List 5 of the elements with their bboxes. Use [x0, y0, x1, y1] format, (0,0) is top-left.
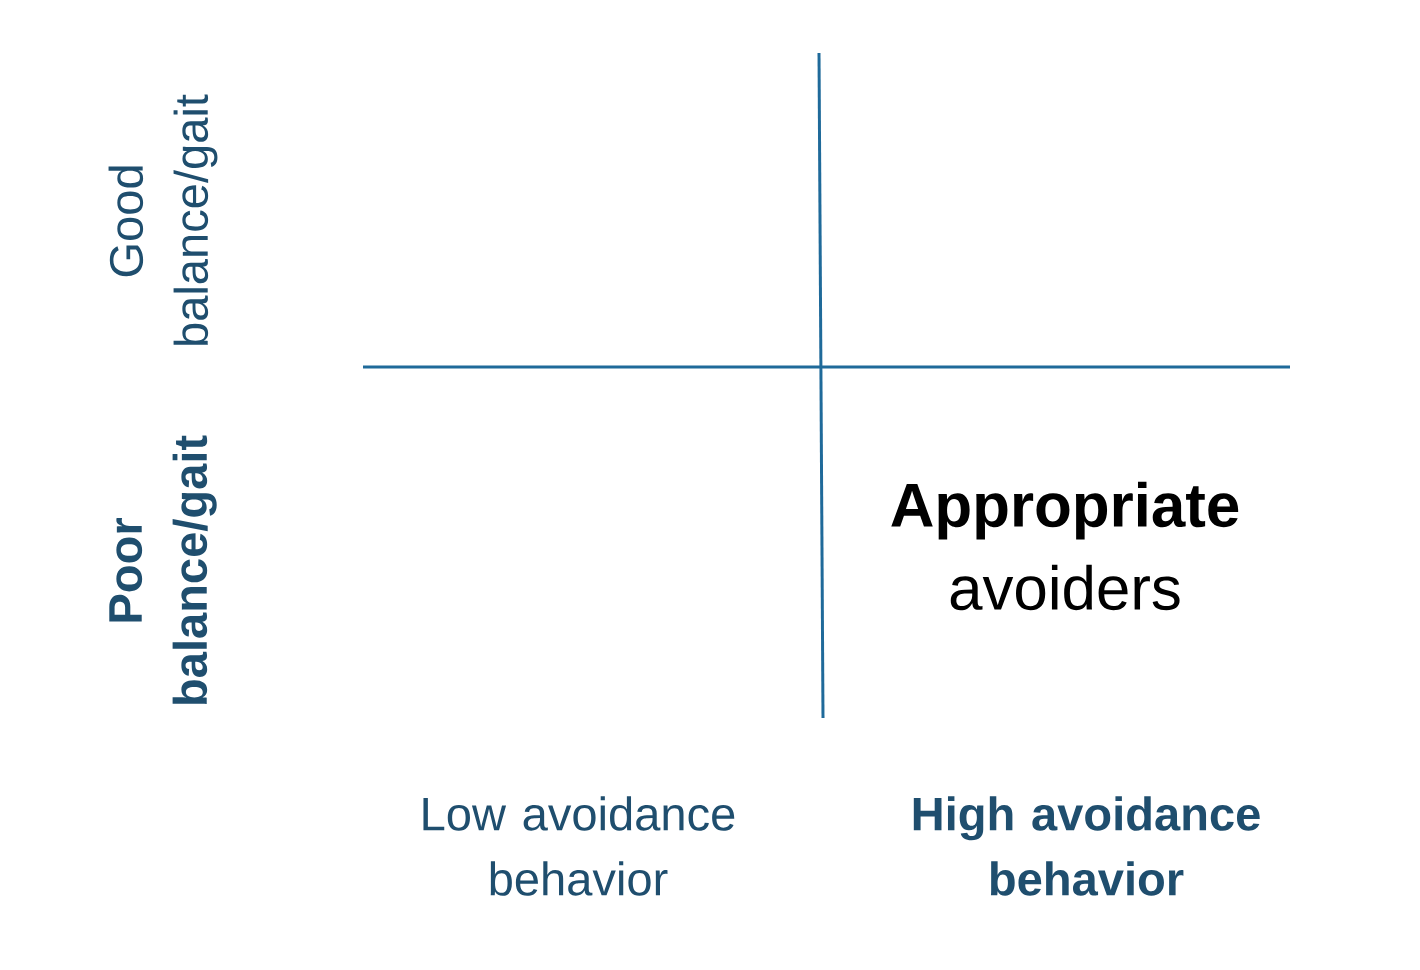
- quadrant-label: Appropriate avoiders: [891, 481, 1239, 611]
- axis-label: Poor balance/gait: [109, 435, 217, 704]
- axis-label: Low avoidance behavior: [423, 796, 735, 896]
- axis-label: High avoidance behavior: [913, 796, 1260, 896]
- axis-label: Good balance/gait: [108, 94, 218, 345]
